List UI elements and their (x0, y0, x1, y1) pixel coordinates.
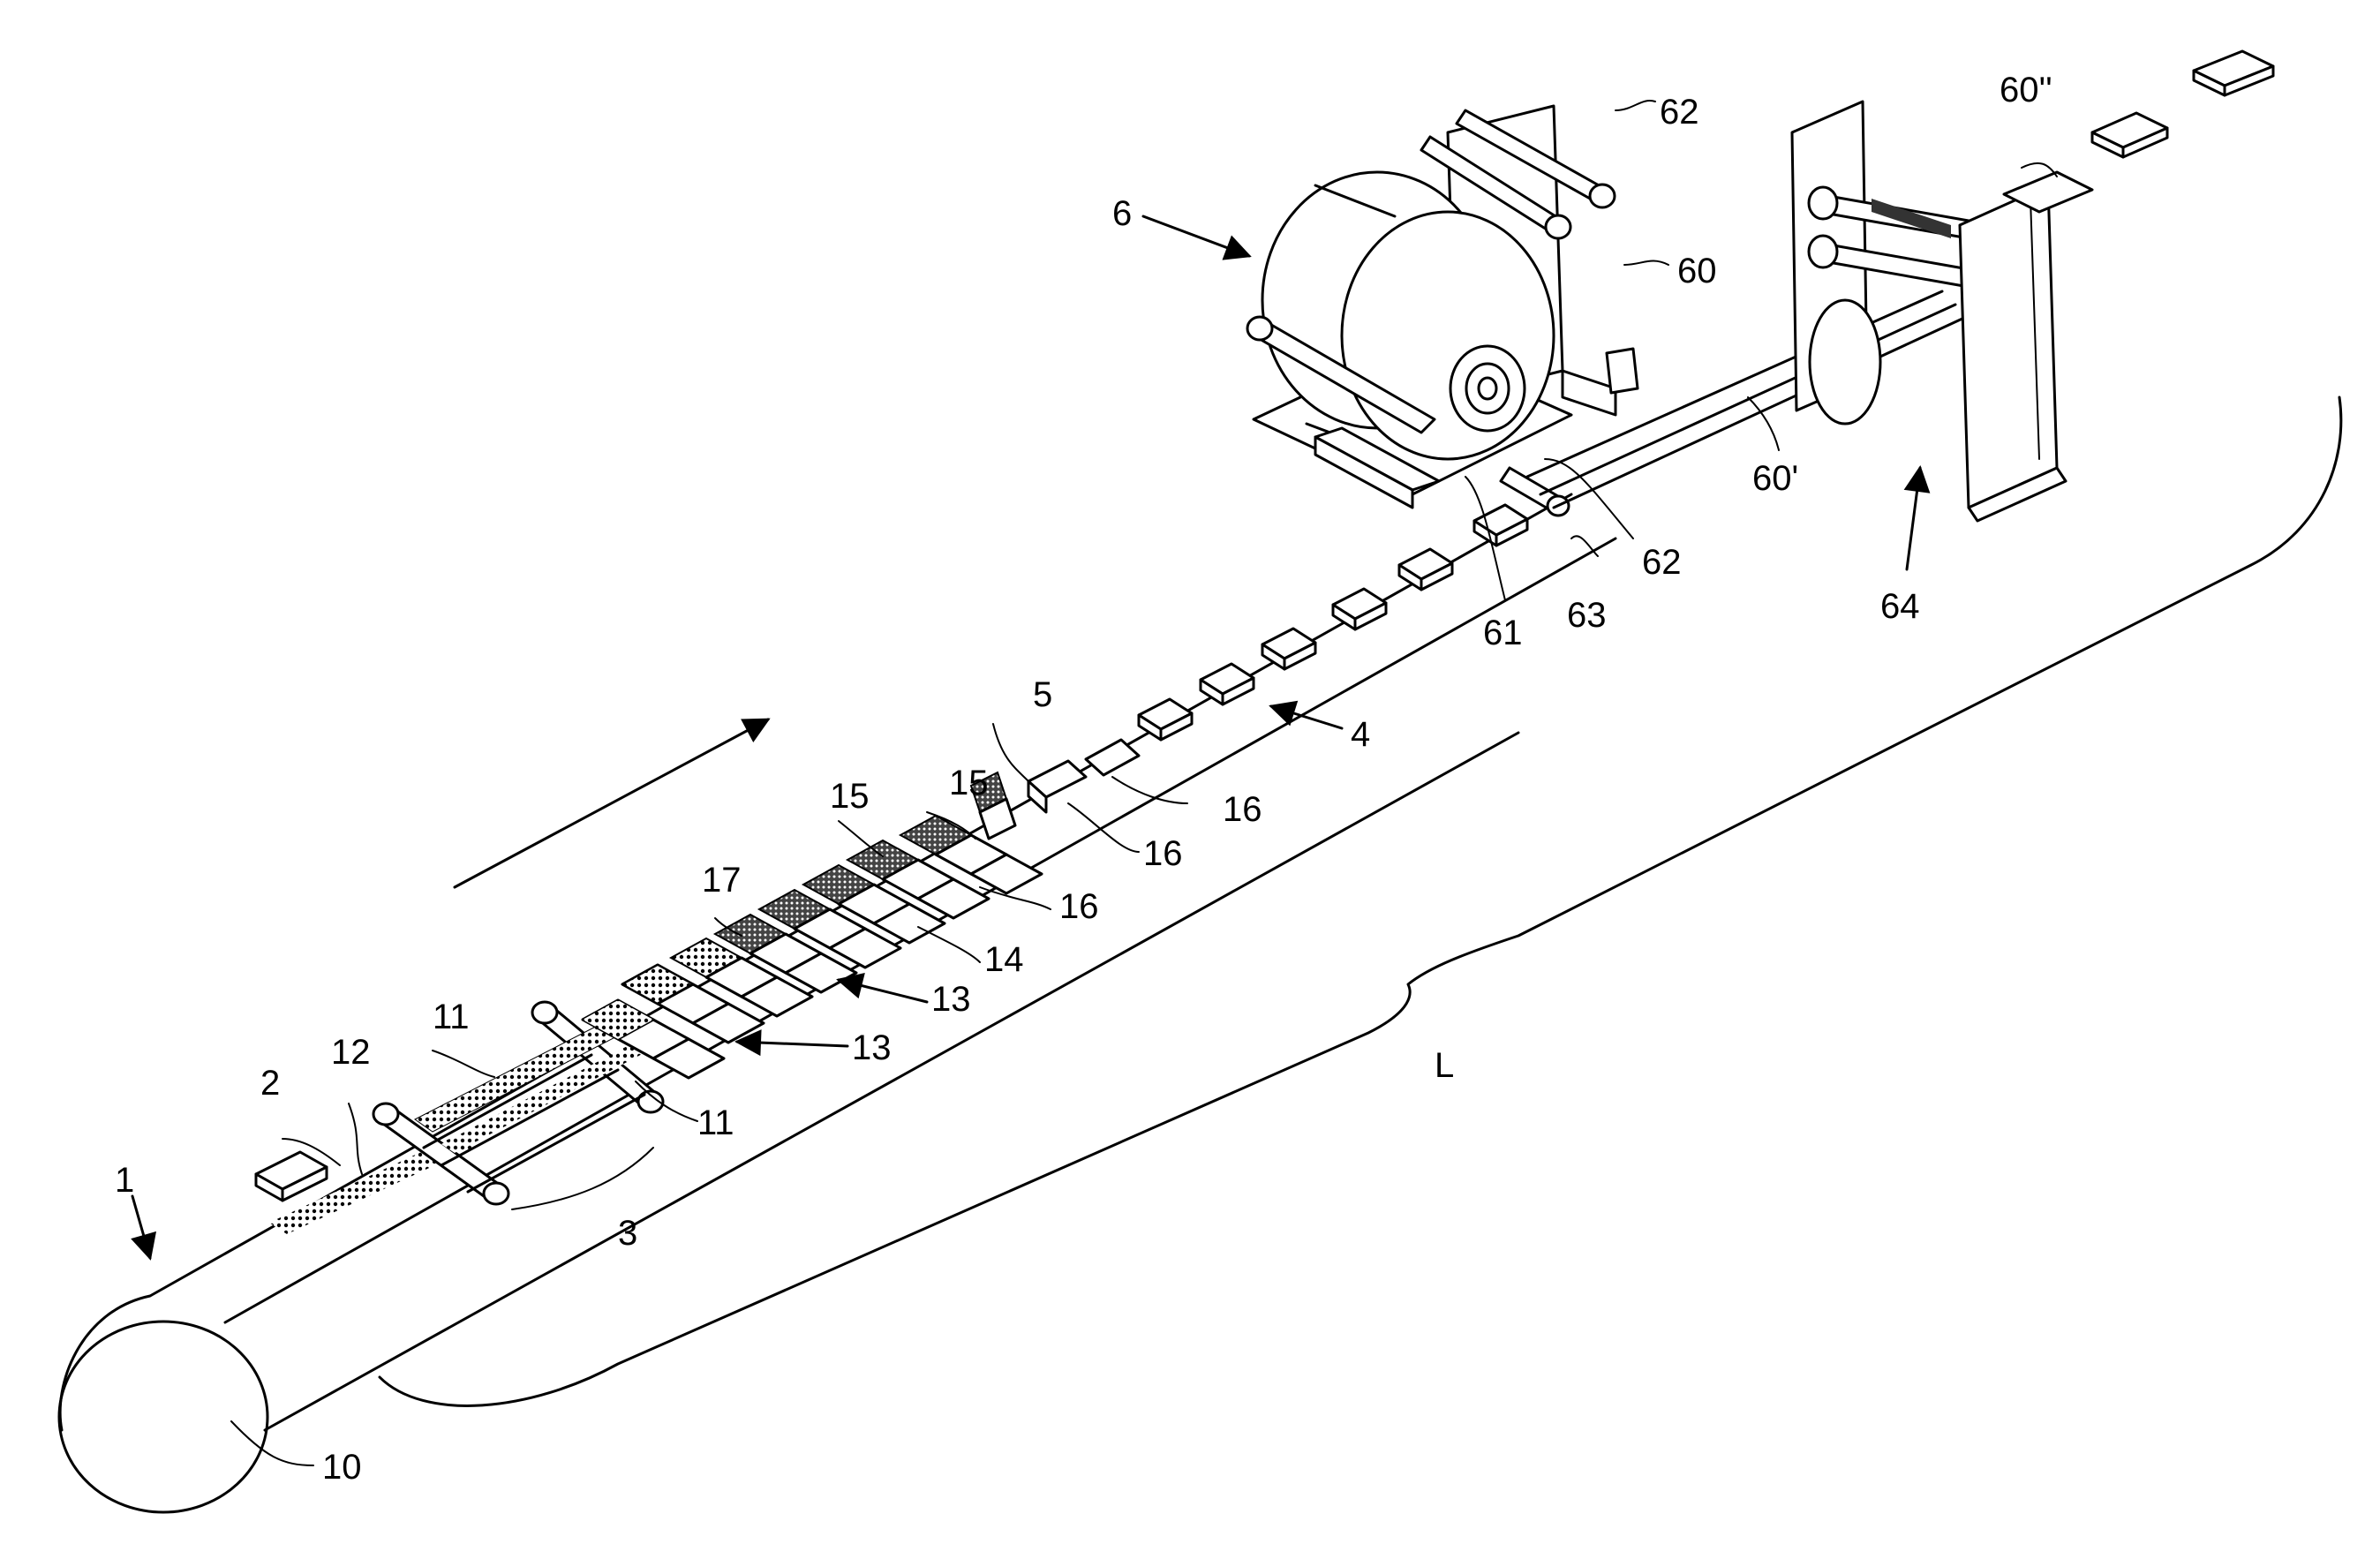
ref-L: L (1435, 1046, 1454, 1085)
leader-lines (132, 101, 2057, 1465)
ref-15b: 15 (949, 764, 989, 802)
ref-6: 6 (1112, 194, 1132, 233)
ref-17: 17 (702, 861, 742, 900)
ref-60: 60 (1677, 252, 1717, 290)
ref-13b: 13 (931, 980, 971, 1019)
ref-16b: 16 (1143, 834, 1183, 873)
finished-packages (2092, 51, 2273, 157)
ref-63: 63 (1567, 596, 1607, 635)
ref-16a: 16 (1059, 887, 1099, 926)
ref-16c: 16 (1223, 790, 1262, 829)
ref-4: 4 (1351, 715, 1370, 754)
ref-60pp: 60'' (2000, 71, 2052, 109)
ref-3: 3 (618, 1214, 637, 1253)
roller-10 (59, 1322, 267, 1512)
wrapping-machine-6 (1247, 106, 1638, 535)
sealing-unit-64 (1527, 102, 2092, 521)
ref-61: 61 (1483, 614, 1523, 652)
ref-12: 12 (331, 1033, 371, 1072)
ref-5: 5 (1033, 675, 1052, 714)
conveyor-belt (59, 494, 1616, 1512)
ref-11b: 11 (697, 1103, 734, 1142)
ref-14: 14 (984, 940, 1024, 979)
ref-62a: 62 (1660, 93, 1699, 132)
ref-11a: 11 (433, 998, 470, 1036)
ref-60p: 60' (1752, 459, 1798, 498)
bag-row-13 (583, 816, 1042, 1078)
ref-1: 1 (115, 1161, 134, 1200)
folding-station-5 (971, 740, 1139, 839)
ref-64: 64 (1880, 587, 1920, 626)
product-2 (256, 1152, 327, 1201)
ref-10: 10 (322, 1448, 362, 1487)
ref-62b: 62 (1642, 543, 1682, 582)
ref-2: 2 (260, 1064, 280, 1103)
brace-L (380, 397, 2341, 1405)
ref-13a: 13 (852, 1028, 892, 1067)
ref-15a: 15 (830, 777, 870, 816)
